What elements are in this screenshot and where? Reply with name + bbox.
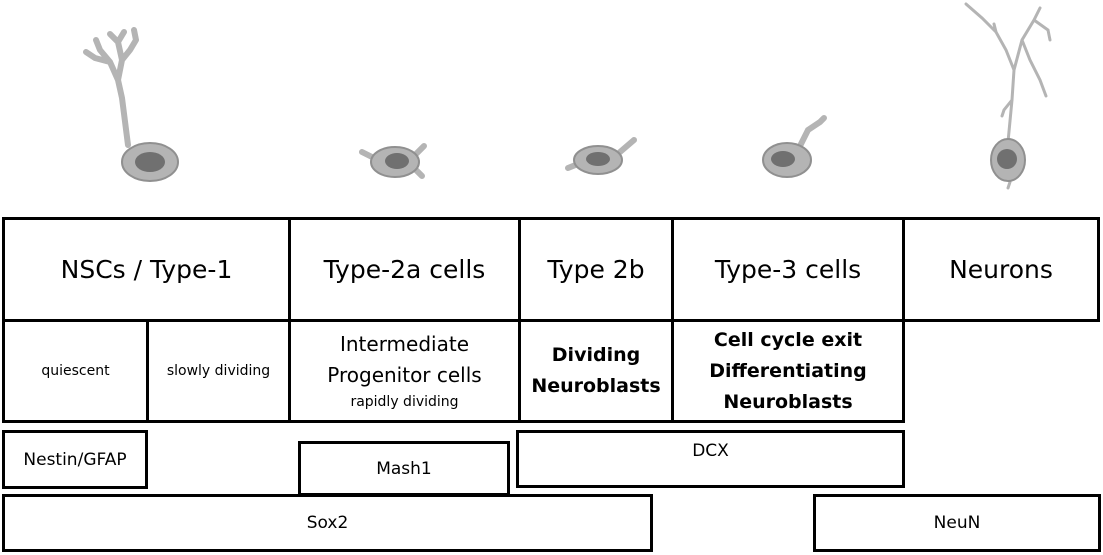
desc-quiescent: quiescent xyxy=(2,319,149,423)
desc-line: Dividing xyxy=(551,344,641,366)
desc-type3: Cell cycle exit Differentiating Neurobla… xyxy=(671,319,905,423)
stage-label: Type-3 cells xyxy=(714,255,862,284)
desc-line: Differentiating xyxy=(709,359,867,382)
stage-type3: Type-3 cells xyxy=(671,217,905,322)
type2b-cell-icon xyxy=(565,137,637,175)
stage-label: Type 2b xyxy=(547,255,645,284)
neuron-icon xyxy=(964,2,1052,190)
desc-label: quiescent xyxy=(41,363,110,379)
marker-label: NeuN xyxy=(933,513,981,533)
marker-label: Nestin/GFAP xyxy=(23,449,127,470)
marker-label: Mash1 xyxy=(376,458,432,479)
desc-line: Neuroblasts xyxy=(723,390,853,413)
marker-sox2: Sox2 xyxy=(2,494,653,552)
stage-neurons: Neurons xyxy=(902,217,1100,322)
desc-line: Intermediate xyxy=(339,332,470,356)
stage-nsc-type1: NSCs / Type-1 xyxy=(2,217,291,322)
desc-slowly-dividing: slowly dividing xyxy=(146,319,291,423)
stage-type2a: Type-2a cells xyxy=(288,217,521,322)
radial-glia-cell-icon xyxy=(83,27,179,182)
stage-label: Neurons xyxy=(949,255,1053,284)
marker-label: Sox2 xyxy=(306,513,349,533)
marker-mash1: Mash1 xyxy=(298,441,510,496)
type2a-cell-icon xyxy=(359,143,427,179)
desc-line: Neuroblasts xyxy=(531,375,661,397)
marker-neun: NeuN xyxy=(813,494,1101,552)
marker-nestin-gfap: Nestin/GFAP xyxy=(2,430,148,489)
stage-type2b: Type 2b xyxy=(518,217,674,322)
desc-type2a: Intermediate Progenitor cells rapidly di… xyxy=(288,319,521,423)
desc-line: Cell cycle exit xyxy=(713,328,863,351)
desc-small: rapidly dividing xyxy=(350,394,459,410)
cell-illustrations xyxy=(83,2,1052,190)
desc-line: Progenitor cells xyxy=(327,363,482,387)
type3-cell-icon xyxy=(762,115,827,178)
marker-label: DCX xyxy=(692,441,729,461)
desc-label: slowly dividing xyxy=(166,363,271,379)
stage-label: Type-2a cells xyxy=(323,255,486,284)
desc-type2b: Dividing Neuroblasts xyxy=(518,319,674,423)
stage-label: NSCs / Type-1 xyxy=(60,255,233,284)
marker-dcx: DCX xyxy=(516,430,905,488)
